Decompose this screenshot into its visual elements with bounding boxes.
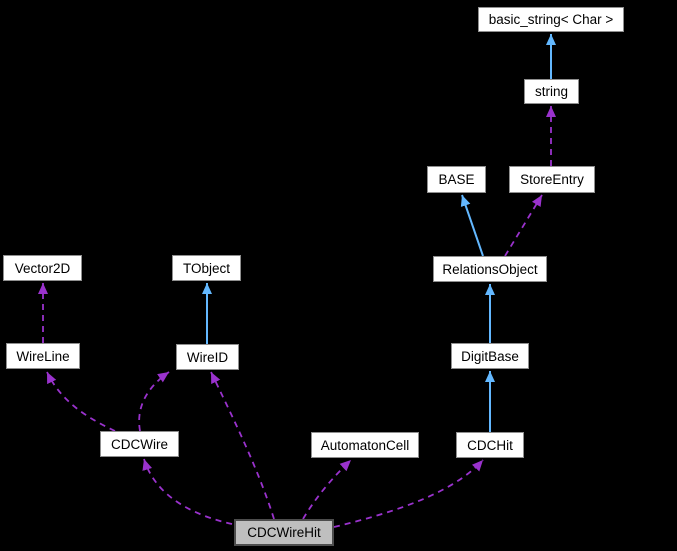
- node-storeentry[interactable]: StoreEntry: [509, 166, 595, 193]
- node-base[interactable]: BASE: [427, 166, 486, 193]
- node-relationsobject[interactable]: RelationsObject: [433, 256, 547, 282]
- edge-cdcwirehit-to-automatoncell: [302, 459, 352, 520]
- node-vector2d[interactable]: Vector2D: [3, 255, 82, 281]
- edge-relationsobject-to-storeentry: [504, 194, 543, 257]
- edge-cdcwire-to-wireid: [138, 371, 170, 432]
- node-basic-string[interactable]: basic_string< Char >: [478, 7, 624, 32]
- node-tobject[interactable]: TObject: [172, 255, 241, 281]
- edge-cdcwirehit-to-cdcwire: [142, 458, 233, 525]
- node-wireline[interactable]: WireLine: [6, 343, 80, 369]
- node-cdchit[interactable]: CDCHit: [456, 432, 524, 458]
- edge-cdcwirehit-to-cdchit: [333, 459, 484, 528]
- node-cdcwirehit-focus: CDCWireHit: [234, 519, 334, 546]
- edge-relationsobject-to-base: [460, 194, 484, 257]
- node-cdcwire[interactable]: CDCWire: [100, 431, 179, 457]
- node-string[interactable]: string: [524, 79, 579, 104]
- edge-cdcwirehit-to-wireid: [210, 371, 275, 520]
- node-automatoncell[interactable]: AutomatonCell: [311, 432, 419, 458]
- node-wireid[interactable]: WireID: [176, 344, 239, 370]
- edge-cdcwire-to-wireline: [46, 371, 116, 432]
- node-digitbase[interactable]: DigitBase: [451, 343, 529, 369]
